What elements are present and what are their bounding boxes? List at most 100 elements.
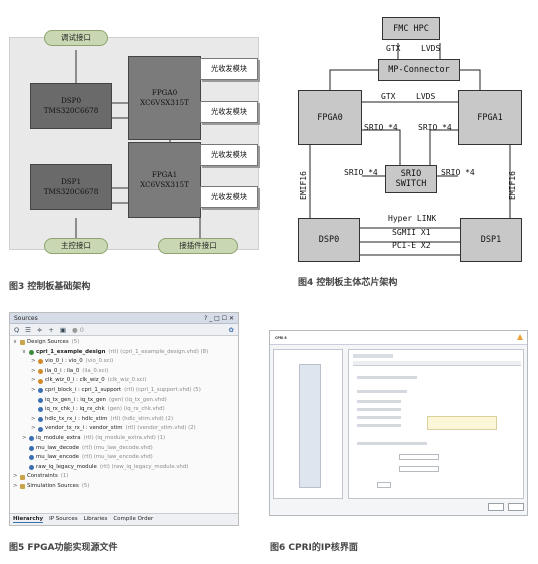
source-file-icon — [38, 369, 43, 375]
fig4-fpga0-block: FPGA0 — [298, 90, 362, 145]
optical-module-4: 光收发模块 — [200, 186, 258, 208]
fig4-dsp1-block: DSP1 — [460, 218, 522, 262]
tree-row-label: hdlc_tx_rx_i : hdlc_stim — [45, 415, 108, 422]
ip-config-pane — [348, 349, 524, 499]
add-sources-icon[interactable]: + — [48, 326, 54, 334]
expand-chevron-icon[interactable]: > — [31, 377, 36, 384]
tree-row[interactable]: >hdlc_tx_rx_i : hdlc_stim(rtl) (hdlc_sti… — [13, 415, 235, 425]
source-file-icon — [38, 417, 43, 423]
tree-row-detail: (1) — [60, 473, 69, 480]
tree-row[interactable]: iq_rx_chk_i : iq_rx_chk(gen) (iq_rx_chk.… — [13, 405, 235, 415]
tab-ip-sources[interactable]: IP Sources — [49, 516, 78, 522]
expand-chevron-icon[interactable]: > — [13, 473, 18, 480]
management-clock-select[interactable] — [399, 466, 439, 472]
folder-icon — [20, 340, 25, 346]
sources-titlebar: Sources ? _ □ ☐ ✕ — [10, 313, 238, 324]
expand-chevron-icon[interactable]: > — [31, 358, 36, 365]
tree-row-label: Simulation Sources — [27, 482, 79, 489]
fpga0-block: FPGA0 XC6VSX315T — [128, 56, 201, 140]
search-icon[interactable]: Q — [14, 326, 20, 334]
expand-chevron-icon[interactable]: ∨ — [22, 348, 26, 355]
source-file-icon — [38, 426, 43, 432]
expand-all-icon[interactable]: ≑ — [36, 326, 43, 334]
tree-row-detail: (5) — [81, 482, 90, 489]
folder-icon — [20, 484, 25, 490]
tab-libraries[interactable]: Libraries — [83, 516, 108, 522]
tree-row[interactable]: iq_tx_gen_i : iq_tx_gen(gen) (iq_tx_gen.… — [13, 396, 235, 406]
sources-tabs: Hierarchy IP Sources Libraries Compile Orde… — [10, 513, 238, 525]
expand-chevron-icon[interactable]: > — [31, 367, 36, 374]
source-file-icon — [29, 436, 34, 442]
tree-row-label: iq_tx_gen_i : iq_tx_gen — [45, 396, 106, 403]
tree-row[interactable]: >vio_0_i : vio_0(vio_0.xci) — [13, 357, 235, 367]
fig4-srio-bottom-left: SRIO *4 — [344, 168, 378, 177]
dsp0-label: DSP0 — [60, 96, 82, 105]
config-line — [357, 424, 401, 427]
fig4-emif-right: EMIF16 — [508, 171, 517, 200]
properties-icon[interactable]: ▣ — [59, 326, 67, 334]
config-line — [357, 376, 417, 379]
fpga1-block: FPGA1 XC6VSX315T — [128, 142, 201, 218]
expand-chevron-icon[interactable]: > — [13, 482, 18, 489]
fig4-lvds-mid: LVDS — [416, 92, 436, 101]
config-line — [357, 416, 401, 419]
tree-row[interactable]: mu_law_decode(rtl) (mu_law_decode.vhd) — [13, 444, 235, 454]
tree-row[interactable]: > Simulation Sources(5) — [13, 482, 235, 492]
tree-row-detail: (5) — [71, 339, 80, 345]
ip-symbol — [299, 364, 321, 488]
source-file-icon — [29, 465, 34, 471]
tree-row-label: raw_iq_legacy_module — [36, 463, 97, 470]
window-controls[interactable]: ? _ □ ☐ ✕ — [204, 315, 234, 322]
tree-row[interactable]: ∨cpri_1_example_design(rtl) (cpri_1_exam… — [13, 348, 235, 358]
fig4-gtx-mid: GTX — [381, 92, 396, 101]
fpga0-part: XC6VSX315T — [140, 98, 189, 107]
tree-row[interactable]: >clk_wiz_0_i : clk_wiz_0(clk_wiz_0.xci) — [13, 376, 235, 386]
gear-icon[interactable]: ✿ — [228, 326, 234, 334]
tree-row-detail: (rtl) (mu_law_encode.vhd) — [82, 454, 153, 461]
collapse-all-icon[interactable]: ☰ — [25, 326, 31, 334]
config-line — [357, 442, 427, 445]
tree-row-detail: (rtl) (iq_module_extra.vhd) (1) — [83, 434, 166, 441]
expand-chevron-icon[interactable]: > — [31, 386, 36, 393]
tree-row[interactable]: raw_iq_legacy_module(rtl) (raw_iq_legacy… — [13, 463, 235, 473]
tab-hierarchy[interactable]: Hierarchy — [13, 516, 44, 523]
expand-chevron-icon[interactable]: > — [31, 415, 36, 422]
reference-clock-select[interactable] — [399, 454, 439, 460]
tree-row[interactable]: mu_law_encode(rtl) (mu_law_encode.vhd) — [13, 453, 235, 463]
expand-chevron-icon[interactable]: > — [31, 425, 36, 432]
component-name-label — [353, 354, 393, 358]
cancel-button[interactable] — [508, 503, 524, 511]
dsp1-part: TMS320C6678 — [43, 187, 99, 196]
tree-row-label: cpri_1_example_design — [36, 348, 106, 355]
expand-chevron-icon[interactable]: > — [22, 434, 27, 441]
tree-row[interactable]: ∨Design Sources(5) — [13, 338, 235, 348]
ok-button[interactable] — [488, 503, 504, 511]
fig4-connectors — [309, 43, 511, 256]
ip-window-title: CPRI 6 — [275, 336, 287, 340]
tree-row-label: mu_law_decode — [36, 444, 80, 451]
tree-row-label: vio_0_i : vio_0 — [45, 358, 83, 365]
source-file-icon — [38, 388, 43, 394]
info-note — [427, 416, 497, 430]
tree-row[interactable]: >vendor_tx_rx_i : vendor_stim(rtl) (vend… — [13, 424, 235, 434]
fig4-hyperlink: Hyper LINK — [388, 214, 437, 223]
tab-compile-order[interactable]: Compile Order — [113, 516, 154, 522]
tree-row-label: iq_module_extra — [36, 434, 81, 441]
config-tabs[interactable] — [353, 361, 521, 366]
tree-row-label: Constraints — [27, 473, 58, 480]
tree-row[interactable]: > iq_module_extra(rtl) (iq_module_extra.v… — [13, 434, 235, 444]
tree-row[interactable]: >ila_0_i : ila_0(ila_0.xci) — [13, 367, 235, 377]
expand-chevron-icon[interactable]: ∨ — [13, 339, 17, 345]
fpga0-label: FPGA0 — [151, 88, 178, 97]
fig4-srio-right: SRIO *4 — [418, 123, 452, 132]
optical-module-1: 光收发模块 — [200, 58, 258, 80]
folder-icon — [20, 474, 25, 480]
tree-row[interactable]: > Constraints(1) — [13, 472, 235, 482]
source-file-icon — [29, 455, 34, 461]
connector-interface-pill: 接插件接口 — [158, 238, 238, 254]
config-line — [357, 390, 407, 393]
tree-row[interactable]: >cpri_block_i : cpri_1_support(rtl) (cpr… — [13, 386, 235, 396]
type-select[interactable] — [377, 482, 391, 488]
srio-switch-block: SRIO SWITCH — [385, 165, 437, 193]
source-file-icon — [29, 349, 34, 355]
